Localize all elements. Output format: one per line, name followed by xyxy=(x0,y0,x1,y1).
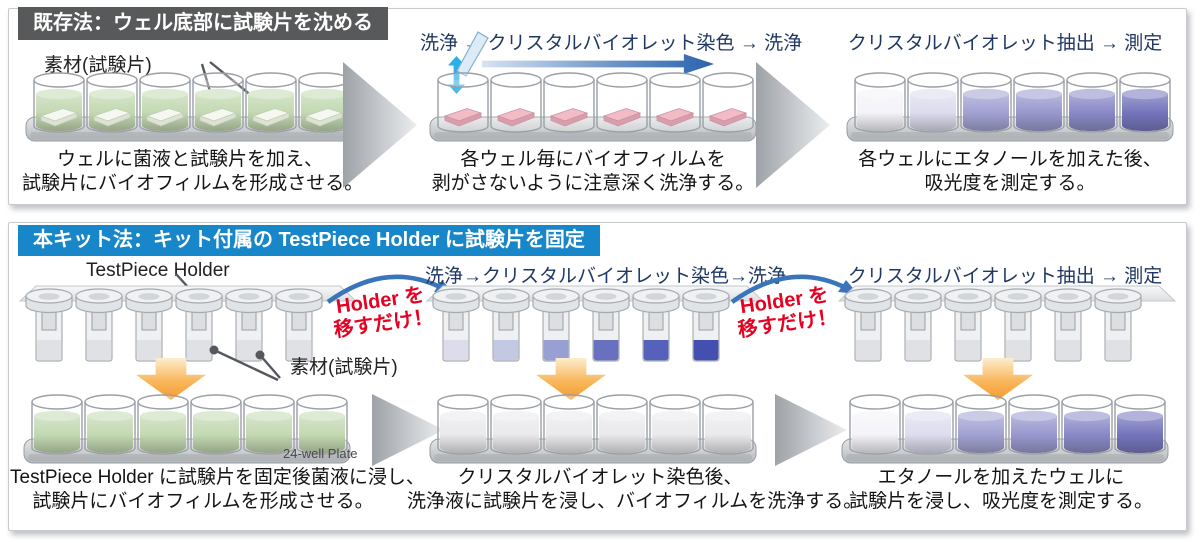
plate-type-label: 24-well Plate xyxy=(283,446,358,461)
kit-step3-caption: エタノールを加えたウェルに 試験片を浸し、吸光度を測定する。 xyxy=(848,467,1153,512)
kit-well-plate-washbath xyxy=(429,394,757,464)
kit-method-title: 本キット法：キット付属の TestPiece Holder に試験片を固定 xyxy=(18,225,600,256)
existing-method-title: 既存法：ウェル底部に試験片を沈める xyxy=(18,7,388,40)
existing-step2-caption: 各ウェル毎にバイオフィルムを 剥がさないように注意深く洗浄する。 xyxy=(431,149,755,194)
kit-step2-flow-label: 洗浄→クリスタルバイオレット染色→洗浄 xyxy=(425,266,787,287)
kit-step3-flow-label: クリスタルバイオレット抽出 → 測定 xyxy=(847,266,1163,287)
well-plate-seeded xyxy=(25,72,353,142)
testpiece-holder-start xyxy=(18,285,358,362)
existing-step2-flow-label: 洗浄 → クリスタルバイオレット染色 → 洗浄 xyxy=(420,33,803,54)
existing-step3-flow-label: クリスタルバイオレット抽出 → 測定 xyxy=(847,33,1163,54)
material-label: 素材(試験片) xyxy=(44,55,152,76)
kit-step1-caption: TestPiece Holder に試験片を固定後菌液に浸し、 試験片にバイオフ… xyxy=(10,467,425,512)
testpiece-holder-stained xyxy=(425,285,765,362)
kit-material-label: 素材(試験片) xyxy=(290,357,398,378)
well-plate-extracted xyxy=(846,72,1174,142)
existing-step3-caption: 各ウェルにエタノールを加えた後、 吸光度を測定する。 xyxy=(858,149,1162,194)
kit-well-plate-seeded xyxy=(23,394,351,464)
kit-well-plate-extracted xyxy=(841,394,1169,464)
well-plate-washing xyxy=(429,72,757,142)
kit-material-leader-lines xyxy=(209,345,281,382)
kit-step2-caption: クリスタルバイオレット染色後、 洗浄液に試験片を浸し、バイオフィルムを洗浄する。 xyxy=(407,467,863,512)
pipette-icon xyxy=(456,31,489,77)
existing-step1-caption: ウェルに菌液と試験片を加え、 試験片にバイオフィルムを形成させる。 xyxy=(22,149,364,194)
holder-label: TestPiece Holder xyxy=(86,260,230,281)
testpiece-holder-after-extraction xyxy=(837,285,1177,362)
